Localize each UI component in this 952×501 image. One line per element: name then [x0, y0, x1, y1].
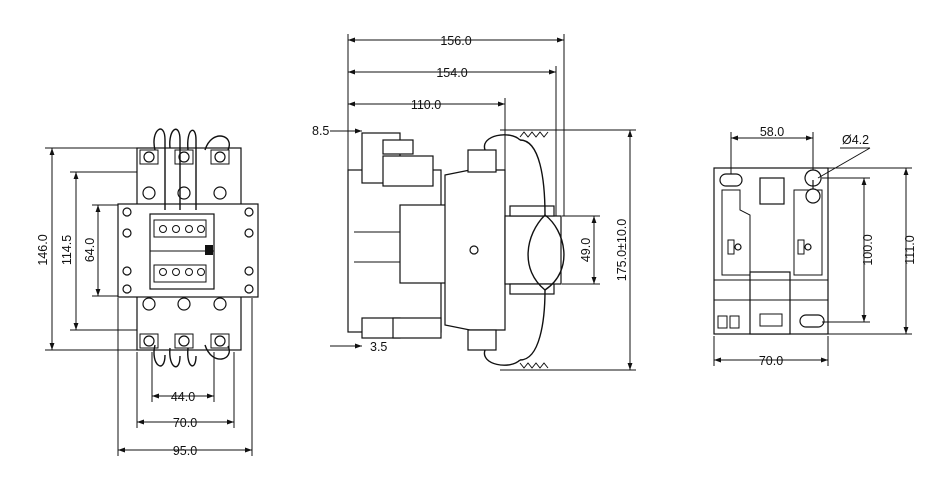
dim-front-height-mid: 114.5 [60, 235, 74, 265]
dim-front-width-total: 95.0 [173, 444, 197, 458]
side-coil-springs [519, 131, 549, 369]
front-module-contacts [159, 225, 205, 276]
dim-rear-hole-diameter: Ø4.2 [842, 133, 869, 147]
dim-side-offset-top: 8.5 [312, 124, 329, 138]
front-plate-screws [122, 207, 254, 294]
rear-slot-top-left [719, 173, 743, 187]
side-view: 156.0 154.0 110.0 8.5 3.5 49.0 175.0±10.… [312, 34, 636, 371]
dim-front-width-mid: 70.0 [173, 416, 197, 430]
dim-side-height-block: 49.0 [579, 238, 593, 262]
front-indicator [205, 245, 213, 255]
side-dimensions: 156.0 154.0 110.0 8.5 3.5 49.0 175.0±10.… [312, 34, 636, 371]
dim-rear-hole-spacing: 58.0 [760, 125, 784, 139]
front-terminal-screws [139, 149, 230, 349]
dim-side-height-total: 175.0±10.0 [615, 219, 629, 282]
dim-side-length-total: 156.0 [440, 34, 471, 48]
side-front-block [504, 215, 562, 285]
front-dimensions: 146.0 114.5 64.0 44.0 70.0 95.0 [36, 147, 253, 458]
rear-slot-bottom-right [799, 314, 825, 328]
dim-front-height-total: 146.0 [36, 234, 50, 265]
front-view: 146.0 114.5 64.0 44.0 70.0 95.0 [36, 128, 259, 458]
dim-front-height-inner: 64.0 [83, 238, 97, 262]
dim-rear-width-total: 70.0 [759, 354, 783, 368]
rear-dimensions: 58.0 Ø4.2 100.0 111.0 70.0 [713, 125, 917, 368]
dim-rear-mount-height: 100.0 [861, 234, 875, 265]
side-coiled-wires [483, 134, 565, 366]
dim-rear-height-total: 111.0 [903, 235, 917, 264]
rear-view: 58.0 Ø4.2 100.0 111.0 70.0 [713, 125, 917, 368]
dim-front-width-inner: 44.0 [171, 390, 195, 404]
front-wires [153, 128, 230, 368]
dim-side-length-body: 110.0 [411, 98, 441, 112]
dim-side-offset-bottom: 3.5 [370, 340, 387, 354]
dim-side-length-mid: 154.0 [436, 66, 467, 80]
